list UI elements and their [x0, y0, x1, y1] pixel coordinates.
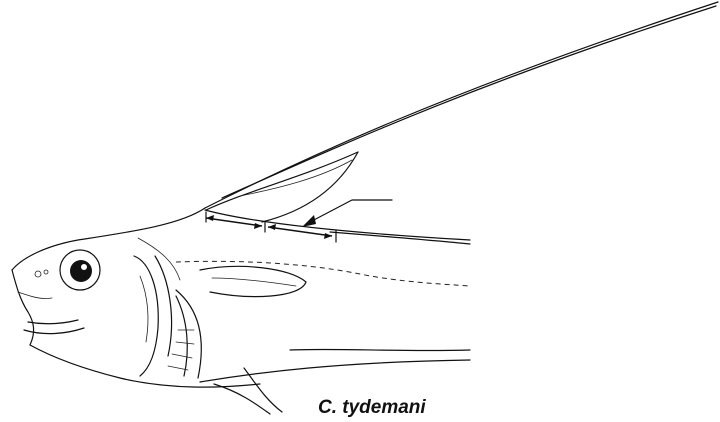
fish-head: [12, 270, 260, 387]
eye: [60, 250, 100, 290]
dorsal-base-measurement: [206, 212, 336, 242]
dorsal-spine-filament: [205, 2, 718, 208]
pelvic-fin: [168, 290, 201, 378]
gill-cover: [134, 238, 180, 376]
species-label: C. tydemani: [318, 398, 426, 417]
lateral-line: [176, 261, 470, 286]
pointer-arrow: [302, 200, 392, 227]
first-dorsal-fin: [206, 152, 358, 222]
pectoral-fin: [200, 266, 306, 296]
